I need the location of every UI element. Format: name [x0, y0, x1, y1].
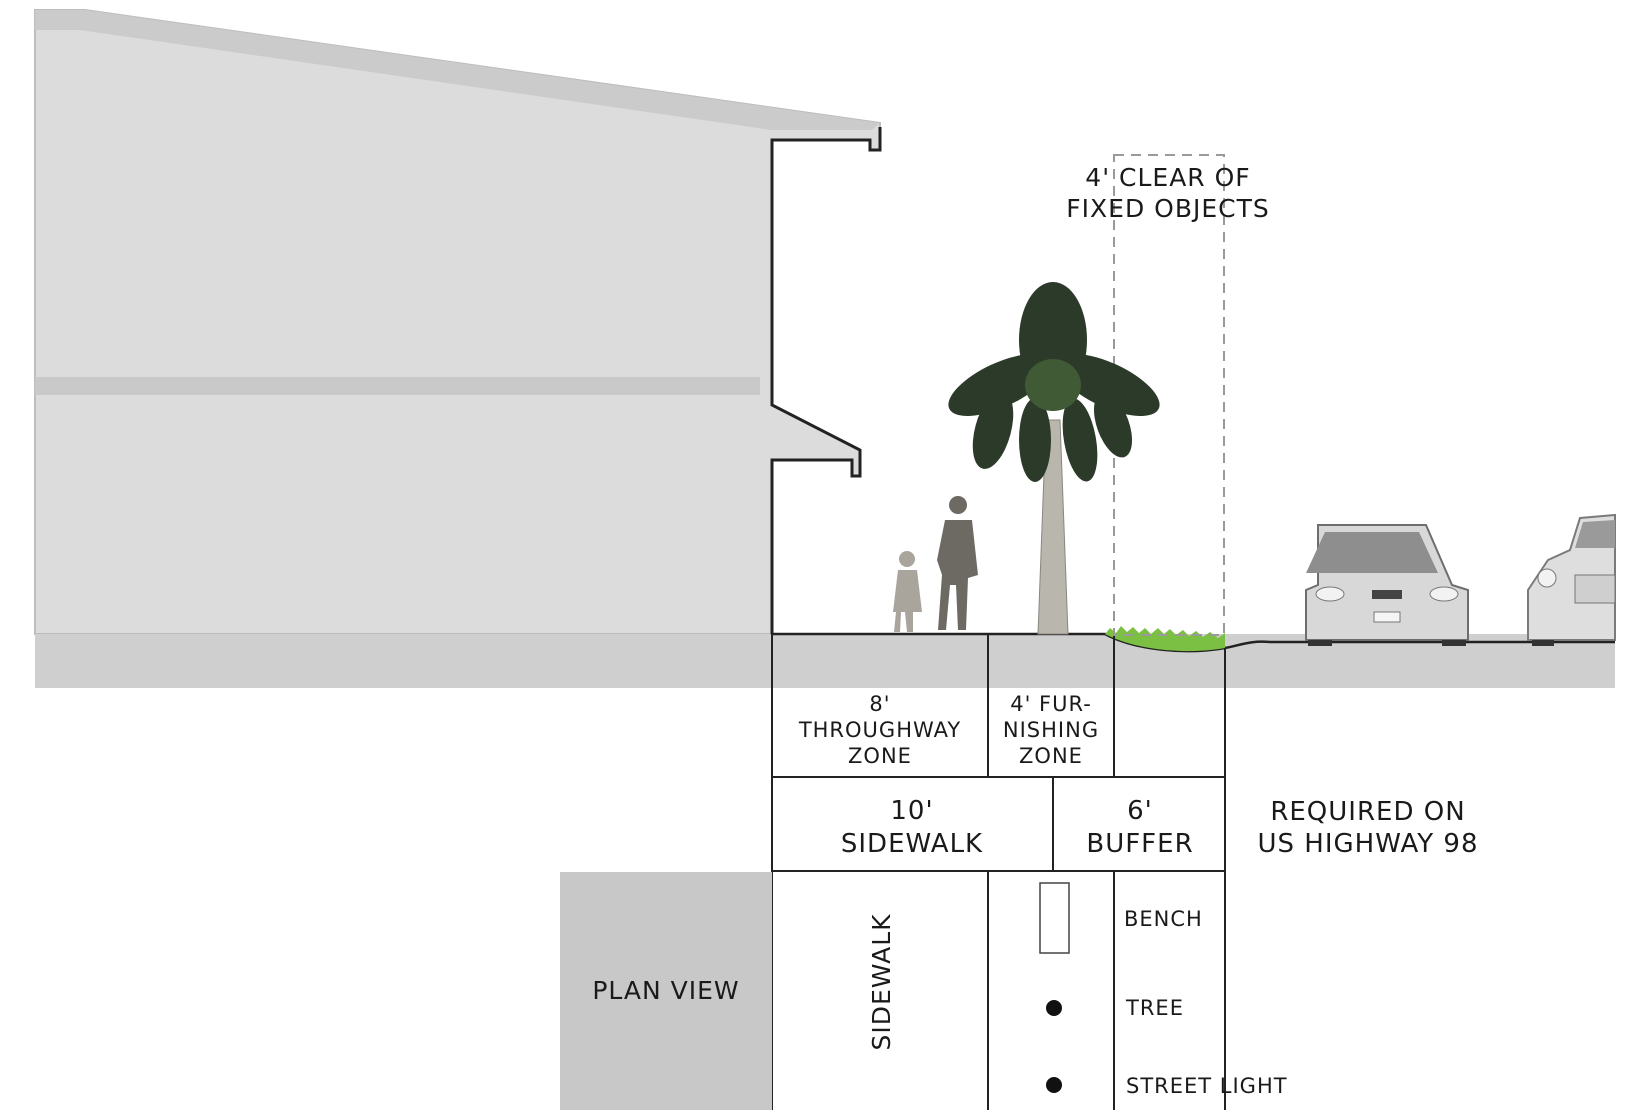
buffer-width-label: BUFFER [1086, 829, 1193, 859]
plan-sidewalk-label: SIDEWALK [867, 913, 896, 1050]
sidewalk-width-value: 10' [890, 796, 933, 826]
legend-tree-label: TREE [1125, 996, 1184, 1020]
tree-symbol [1046, 1000, 1062, 1016]
building [34, 9, 882, 635]
throughway-width-label: 8' [869, 692, 890, 716]
facade-outline [770, 127, 882, 634]
palm-tree [948, 282, 1160, 635]
requirement-label-line1: REQUIRED ON [1270, 797, 1465, 827]
ground-section [35, 626, 1615, 688]
pedestrian-child [893, 551, 922, 632]
sidewalk-width-label: SIDEWALK [841, 829, 983, 859]
furnishing-zone-label: NISHING [1003, 718, 1099, 742]
plan-view-box [560, 872, 772, 1110]
street-light-symbol [1046, 1077, 1062, 1093]
buffer-width-value: 6' [1127, 796, 1153, 826]
throughway-zone-label: THROUGHWAY [798, 718, 961, 742]
clear-zone-label-line1: 4' CLEAR OF [1085, 163, 1250, 192]
grass-strip [1105, 626, 1225, 652]
car-vintage [1527, 513, 1616, 646]
car-suv [1305, 524, 1469, 646]
clear-zone-label-line2: FIXED OBJECTS [1066, 194, 1269, 223]
plan-view-title: PLAN VIEW [592, 976, 739, 1005]
zone-grid [771, 634, 1226, 1110]
palm-trunk [1037, 419, 1069, 635]
legend-street-light-label: STREET LIGHT [1126, 1074, 1288, 1098]
roof-band [35, 10, 880, 130]
throughway-zone-label-suffix: ZONE [848, 744, 912, 768]
building-body [34, 9, 881, 635]
pedestrian-adult [937, 496, 978, 630]
floor-band [35, 377, 760, 395]
furnishing-zone-label-suffix: ZONE [1019, 744, 1083, 768]
bench-symbol [1039, 882, 1070, 954]
furnishing-width-label: 4' FUR- [1010, 692, 1092, 716]
legend-bench-label: BENCH [1124, 907, 1203, 931]
requirement-label-line2: US HIGHWAY 98 [1258, 829, 1479, 859]
